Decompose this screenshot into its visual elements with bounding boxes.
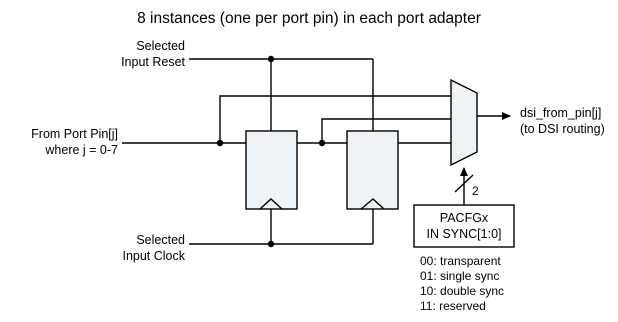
data-path [122, 95, 451, 147]
reset-label-line2: Input Reset [121, 55, 185, 69]
flip-flop-1 [245, 130, 298, 210]
reset-label-line1: Selected [136, 39, 185, 53]
multiplexer [450, 78, 478, 167]
bus-width-label: 2 [472, 184, 479, 198]
port-pin-label-line2: where j = 0-7 [44, 143, 118, 157]
mode-10: 10: double sync [420, 284, 504, 298]
output-destination-label: (to DSI routing) [520, 122, 605, 136]
select-bus [454, 167, 474, 205]
reset-net [189, 55, 374, 131]
clock-label-line1: Selected [136, 233, 185, 247]
diagram-title: 8 instances (one per port pin) in each p… [137, 10, 481, 27]
clock-net [189, 209, 374, 248]
port-pin-label-line1: From Port Pin[j] [31, 127, 118, 141]
mode-00: 00: transparent [420, 254, 501, 268]
mode-11: 11: reserved [420, 299, 486, 313]
flip-flop-2 [346, 130, 399, 210]
register-name: PACFGx [440, 211, 489, 225]
register-field: IN SYNC[1:0] [426, 227, 501, 241]
clock-label-line2: Input Clock [122, 249, 185, 263]
config-register-box [413, 204, 515, 248]
mode-01: 01: single sync [420, 269, 499, 283]
output-signal-label: dsi_from_pin[j] [520, 106, 601, 120]
